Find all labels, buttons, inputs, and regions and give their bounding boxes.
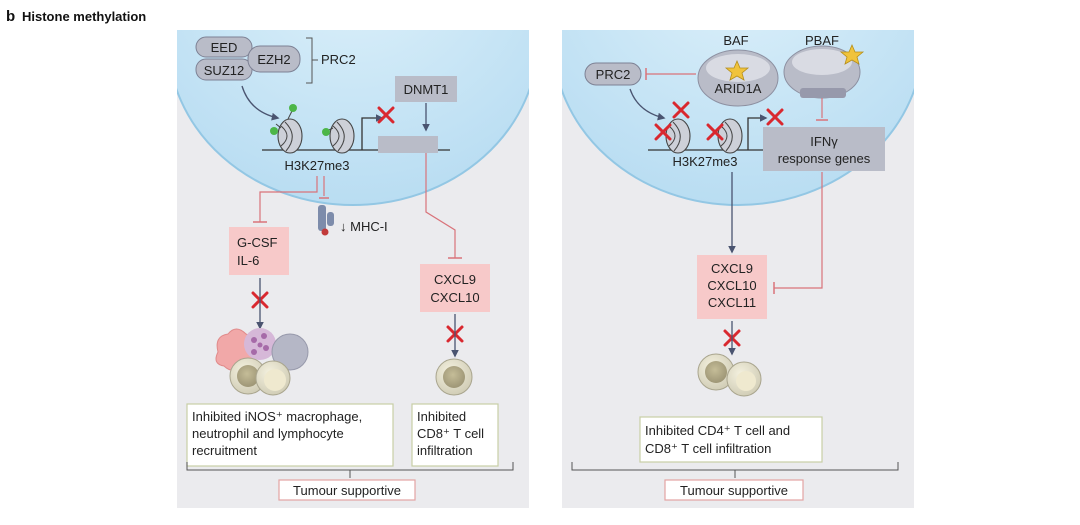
cxcl10-label-right: CXCL10	[707, 278, 756, 293]
mhc-molecule-icon	[318, 205, 334, 236]
cd8-t-cell-icon	[435, 358, 473, 396]
ezh2-protein	[247, 45, 301, 73]
methyl-mark-icon	[322, 128, 330, 136]
ifng-label-line2: response genes	[778, 151, 871, 166]
summary-bracket-left	[186, 462, 514, 478]
mhc-label: ↓ MHC-I	[340, 219, 388, 234]
right-panel: BAF PBAF ARID1A PRC2	[562, 30, 914, 508]
panel-letter: b	[6, 8, 15, 25]
outcome-right-panel-line1: Inhibited CD4⁺ T cell and	[645, 423, 790, 438]
gene-box	[378, 136, 438, 153]
prc2-bracket	[306, 37, 318, 84]
outcome-right-line2: CD8⁺ T cell	[417, 426, 484, 441]
prc2-label-right: PRC2	[596, 67, 631, 82]
cxcl10-label-left: CXCL10	[430, 290, 479, 305]
arrow-prc2-to-nucleosome-right	[629, 88, 666, 121]
t-cells-icon	[697, 353, 762, 397]
figure-heading: Histone methylation	[22, 9, 146, 24]
prc2-complex: EED SUZ12 EZH2 PRC2	[195, 36, 356, 84]
outcome-box-right-panel	[639, 416, 823, 463]
ifng-box	[763, 127, 885, 171]
h3k27me3-label-right: H3K27me3	[672, 154, 737, 169]
immune-cells-icon	[215, 328, 309, 396]
outcome-right-panel-line2: CD8⁺ T cell infiltration	[645, 441, 771, 456]
outcome-right-line3: infiltration	[417, 443, 473, 458]
left-panel: EED SUZ12 EZH2 PRC2	[177, 30, 529, 508]
inhibit-line-cxcl	[425, 153, 456, 258]
outcome-box-left	[186, 403, 394, 467]
summary-label-left: Tumour supportive	[293, 483, 401, 498]
outcome-box-right	[411, 403, 499, 467]
suz12-label: SUZ12	[204, 63, 244, 78]
inhibit-ifng-to-cxcl	[774, 172, 823, 289]
block-x-icon	[654, 101, 784, 141]
outcome-left-line3: recruitment	[192, 443, 257, 458]
methyl-mark-icon	[270, 127, 278, 135]
summary-box-left	[278, 479, 416, 501]
cxcl9-label-right: CXCL9	[711, 261, 753, 276]
promoter-arrow	[361, 114, 384, 150]
promoter-arrow-right	[747, 114, 768, 150]
cxcl11-label-right: CXCL11	[708, 295, 756, 310]
prc2-complex-label: PRC2	[321, 52, 356, 67]
il6-label: IL-6	[237, 253, 259, 268]
methyl-mark-icon	[289, 104, 297, 112]
dnmt1-box	[395, 76, 457, 102]
cxcl-box-left	[420, 264, 490, 312]
cxcl9-label-left: CXCL9	[434, 272, 476, 287]
baf-label: BAF	[723, 33, 748, 48]
nucleosome-right-1	[665, 118, 691, 154]
eed-label: EED	[211, 40, 238, 55]
left-nucleus	[177, 30, 529, 206]
gcsf-il6-box	[229, 227, 289, 275]
eed-protein	[195, 36, 253, 58]
summary-box-right	[664, 479, 804, 501]
nucleosome-1	[270, 104, 303, 154]
h3k27me3-label-left: H3K27me3	[284, 158, 349, 173]
arrow-prc2-to-nucleosome	[241, 85, 280, 121]
outcome-left-line1: Inhibited iNOS⁺ macrophage,	[192, 409, 362, 424]
figure-title: b Histone methylation	[6, 8, 146, 25]
prc2-box-right	[584, 62, 642, 86]
baf-complex-icon	[697, 49, 779, 107]
dnmt1-label: DNMT1	[404, 82, 449, 97]
ifng-label-line1: IFNγ	[810, 134, 838, 149]
cxcl-box-right	[697, 255, 767, 319]
ezh2-label: EZH2	[257, 52, 290, 67]
summary-label-right: Tumour supportive	[680, 483, 788, 498]
outcome-right-line1: Inhibited	[417, 409, 466, 424]
gcsf-label: G-CSF	[237, 235, 278, 250]
arid1a-label: ARID1A	[715, 81, 762, 96]
nucleosome-2	[322, 118, 355, 154]
block-x-icon	[377, 106, 395, 124]
outcome-left-line2: neutrophil and lymphocyte	[192, 426, 344, 441]
summary-bracket-right	[571, 462, 899, 478]
pbaf-label: PBAF	[805, 33, 839, 48]
inhibit-line-gcsf	[259, 176, 318, 222]
